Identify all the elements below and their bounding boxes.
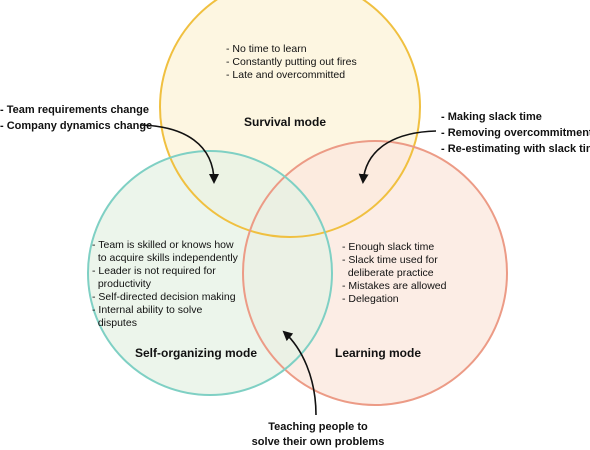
learning-item: - Mistakes are allowed	[342, 280, 447, 292]
right-callout-line: - Removing overcommitment	[441, 127, 590, 139]
bottom-callout-line: solve their own problems	[252, 436, 385, 448]
left-callout-line: - Company dynamics change	[0, 120, 152, 132]
survival-item: - No time to learn	[226, 43, 307, 55]
selforg-item: productivity	[92, 278, 152, 290]
selforg-item: to acquire skills independently	[92, 252, 239, 264]
bottom-callout-arrow	[282, 330, 317, 416]
learning-item: deliberate practice	[342, 267, 434, 279]
selforg-title: Self-organizing mode	[135, 346, 257, 360]
bottom-callout-line: Teaching people to	[268, 421, 368, 433]
learning-item: - Enough slack time	[342, 241, 434, 253]
survival-item: - Late and overcommitted	[226, 69, 345, 81]
selforg-item: - Team is skilled or knows how	[92, 239, 234, 251]
selforg-items: - Team is skilled or knows how to acquir…	[92, 239, 239, 329]
right-callout-arrow	[358, 130, 437, 184]
learning-item: - Slack time used for	[342, 254, 438, 266]
learning-items: - Enough slack time - Slack time used fo…	[342, 241, 447, 305]
survival-circle	[159, 0, 421, 238]
learning-circle	[242, 140, 508, 406]
learning-item: - Delegation	[342, 293, 399, 305]
survival-items: - No time to learn - Constantly putting …	[226, 43, 357, 81]
right-callout-line: - Re-estimating with slack time	[441, 143, 590, 155]
left-callout-line: - Team requirements change	[0, 104, 149, 116]
survival-item: - Constantly putting out fires	[226, 56, 357, 68]
survival-title: Survival mode	[244, 115, 326, 129]
selforg-item: - Internal ability to solve	[92, 304, 202, 316]
selforg-circle	[87, 150, 333, 396]
left-callout-arrow	[139, 124, 219, 184]
selforg-item: disputes	[92, 317, 137, 329]
selforg-circle-fill	[88, 151, 332, 395]
selforg-item: - Leader is not required for	[92, 265, 216, 277]
learning-title: Learning mode	[335, 346, 421, 360]
right-callout-line: - Making slack time	[441, 111, 542, 123]
selforg-item: - Self-directed decision making	[92, 291, 236, 303]
